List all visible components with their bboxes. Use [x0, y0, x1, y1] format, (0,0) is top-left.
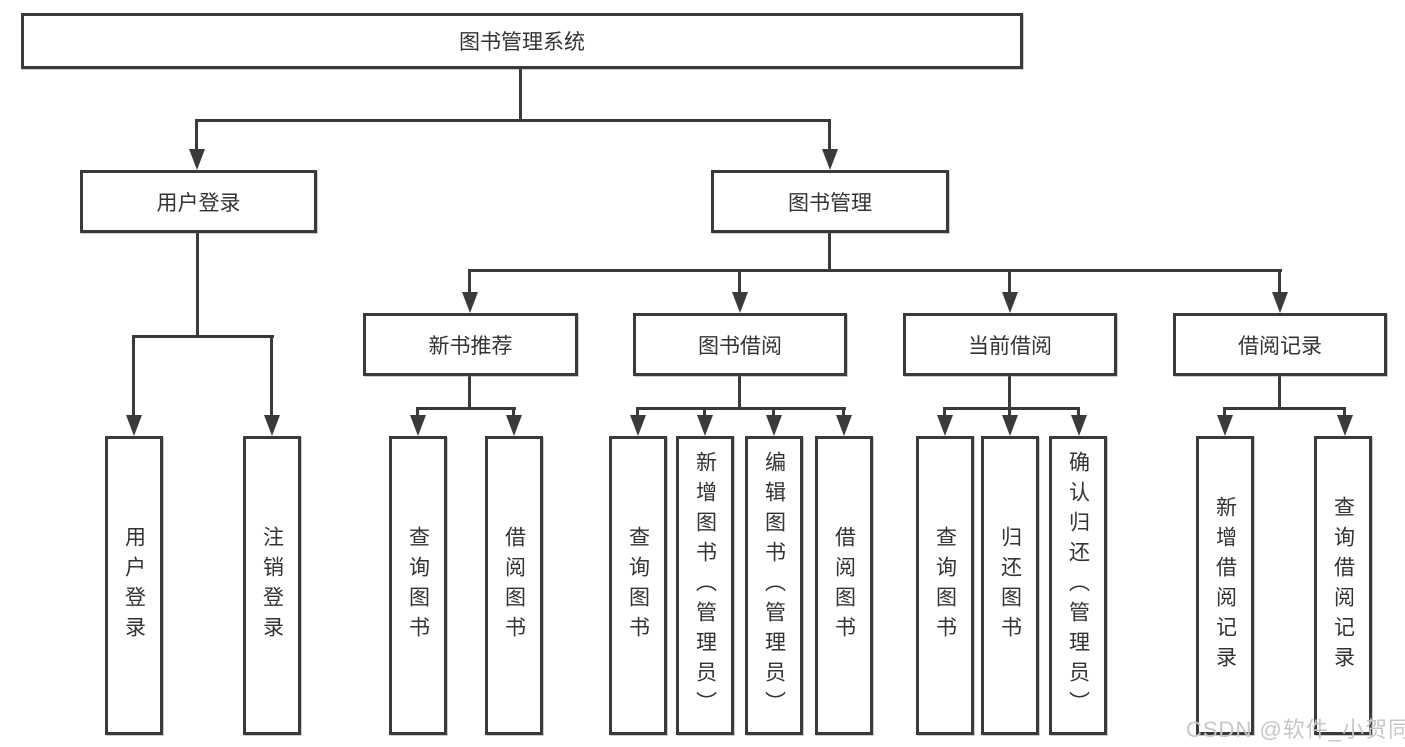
connector-line: [196, 233, 199, 338]
node-label: 图书管理系统: [459, 31, 585, 54]
node-book-management: 图书管理: [711, 170, 949, 233]
node-borrowing-records: 借阅记录: [1173, 313, 1387, 376]
node-new-book-recommendation: 新书推荐: [363, 313, 578, 376]
connector-line: [1278, 376, 1281, 410]
arrow-down-icon: [462, 292, 478, 313]
connector-line: [703, 407, 706, 417]
leaf-label: 新增图书（管理员）: [693, 450, 717, 721]
arrow-down-icon: [822, 149, 838, 170]
leaf-add-books-admin: 新增图书（管理员）: [676, 436, 734, 735]
node-label: 借阅记录: [1238, 334, 1322, 358]
leaf-label: 借阅图书: [832, 525, 856, 646]
arrow-down-icon: [836, 415, 852, 436]
leaf-label: 编辑图书（管理员）: [762, 450, 786, 721]
connector-line: [1278, 269, 1281, 294]
connector-line: [195, 119, 831, 122]
node-book-borrowing: 图书借阅: [633, 313, 847, 376]
arrow-down-icon: [1217, 415, 1233, 436]
leaf-user-login: 用户登录: [105, 436, 163, 735]
leaf-label: 查询图书: [626, 525, 650, 646]
connector-line: [132, 335, 135, 417]
leaf-label: 新增借阅记录: [1213, 495, 1237, 676]
connector-line: [1008, 376, 1011, 410]
connector-line: [738, 269, 741, 294]
node-label: 图书借阅: [698, 334, 782, 358]
connector-line: [468, 269, 1282, 272]
connector-line: [636, 407, 639, 417]
arrow-down-icon: [1071, 415, 1087, 436]
leaf-edit-books-admin: 编辑图书（管理员）: [745, 436, 803, 735]
connector-line: [828, 233, 831, 272]
connector-line: [772, 407, 775, 417]
leaf-borrow-books: 借阅图书: [815, 436, 873, 735]
arrow-down-icon: [264, 415, 280, 436]
connector-line: [1008, 269, 1011, 294]
arrow-down-icon: [189, 149, 205, 170]
leaf-label: 借阅图书: [502, 525, 526, 646]
leaf-confirm-return-admin: 确认归还（管理员）: [1049, 436, 1107, 735]
arrow-down-icon: [1337, 415, 1353, 436]
arrow-down-icon: [766, 415, 782, 436]
connector-line: [828, 119, 831, 151]
leaf-add-borrow-record: 新增借阅记录: [1196, 436, 1254, 735]
node-label: 新书推荐: [428, 334, 513, 358]
arrow-down-icon: [1272, 292, 1288, 313]
leaf-query-books-current: 查询图书: [916, 436, 974, 735]
leaf-query-borrow-record: 查询借阅记录: [1314, 436, 1372, 735]
connector-line: [519, 69, 522, 122]
connector-line: [416, 407, 419, 417]
node-label: 用户登录: [156, 191, 241, 215]
leaf-label: 注销登录: [260, 525, 284, 646]
connector-line: [943, 407, 1080, 410]
connector-line: [512, 407, 515, 417]
leaf-label: 确认归还（管理员）: [1066, 450, 1090, 721]
connector-line: [1343, 407, 1346, 417]
leaf-label: 归还图书: [998, 525, 1022, 646]
arrow-down-icon: [937, 415, 953, 436]
leaf-label: 查询图书: [406, 525, 430, 646]
arrow-down-icon: [697, 415, 713, 436]
arrow-down-icon: [630, 415, 646, 436]
watermark: CSDN @软件_小贺同学: [1186, 717, 1405, 742]
connector-line: [636, 407, 846, 410]
arrow-down-icon: [732, 292, 748, 313]
connector-line: [1077, 407, 1080, 417]
connector-line: [270, 335, 273, 417]
leaf-borrow-books-recommend: 借阅图书: [485, 436, 543, 735]
connector-line: [738, 376, 741, 410]
node-library-management-system: 图书管理系统: [21, 13, 1023, 69]
connector-line: [842, 407, 845, 417]
node-user-login: 用户登录: [80, 170, 317, 233]
leaf-label: 查询借阅记录: [1331, 495, 1355, 676]
node-current-borrowing: 当前借阅: [903, 313, 1117, 376]
arrow-down-icon: [1002, 292, 1018, 313]
connector-line: [468, 376, 471, 410]
arrow-down-icon: [1002, 415, 1018, 436]
leaf-label: 查询图书: [933, 525, 957, 646]
connector-line: [1223, 407, 1226, 417]
connector-line: [416, 407, 516, 410]
leaf-query-books-recommend: 查询图书: [389, 436, 447, 735]
leaf-label: 用户登录: [122, 525, 146, 646]
connector-line: [1008, 407, 1011, 417]
connector-line: [468, 269, 471, 294]
connector-line: [132, 335, 274, 338]
node-label: 图书管理: [788, 191, 872, 215]
leaf-return-books: 归还图书: [981, 436, 1039, 735]
leaf-logout: 注销登录: [243, 436, 301, 735]
arrow-down-icon: [506, 415, 522, 436]
arrow-down-icon: [126, 415, 142, 436]
connector-line: [1223, 407, 1346, 410]
arrow-down-icon: [410, 415, 426, 436]
leaf-query-books-borrow: 查询图书: [609, 436, 667, 735]
connector-line: [195, 119, 198, 151]
node-label: 当前借阅: [968, 334, 1052, 358]
connector-line: [943, 407, 946, 417]
